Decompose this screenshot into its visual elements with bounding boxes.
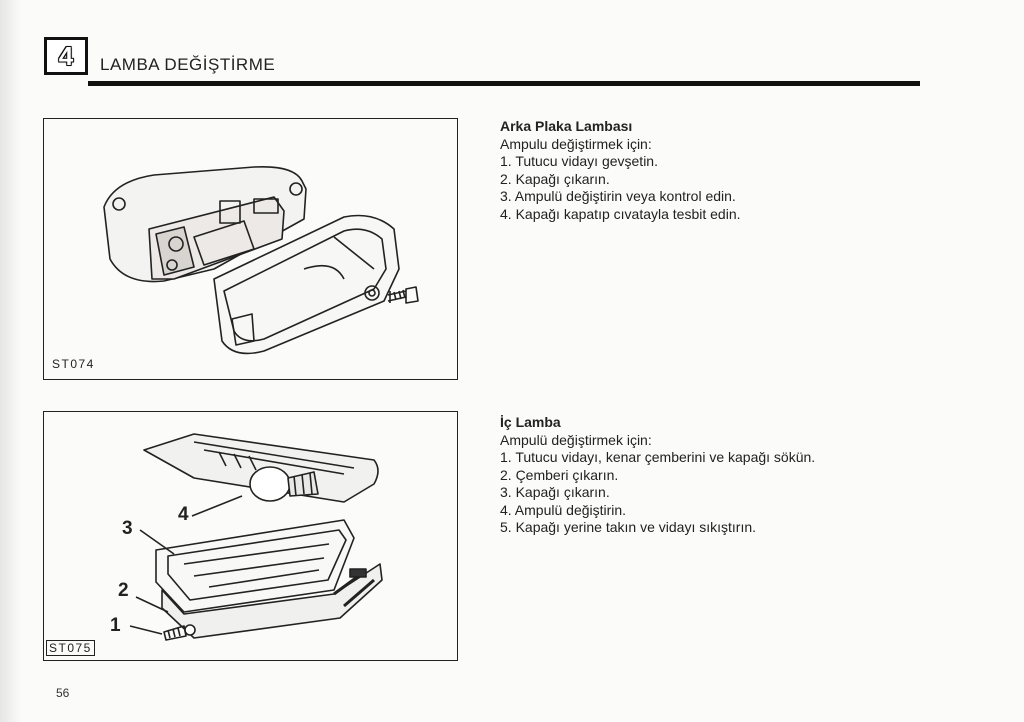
screw [163, 625, 187, 641]
callout-2: 2 [118, 580, 129, 601]
section-title: Arka Plaka Lambası [500, 118, 633, 134]
steps-list: 1. Tutucu vidayı, kenar çemberini ve kap… [500, 449, 815, 537]
chapter-number-box: 4 [44, 37, 88, 75]
step-item: 1. Tutucu vidayı, kenar çemberini ve kap… [500, 449, 816, 465]
section-title: İç Lamba [500, 414, 561, 430]
lamp-cover [213, 214, 400, 355]
section-intro: Ampulü değiştirmek için: [500, 431, 652, 448]
license-plate-lamp-illustration [103, 165, 419, 355]
step-item: 3. Ampulü değiştirin veya kontrol edin. [500, 188, 736, 204]
washer [364, 285, 380, 301]
interior-lamp-illustration [129, 433, 383, 641]
section-interior-lamp: İç Lamba Ampulü değiştirmek için: 1. Tut… [500, 414, 815, 537]
callout-4: 4 [178, 504, 189, 525]
lamp-frame [161, 563, 383, 639]
chapter-title: LAMBA DEĞİŞTİRME [100, 55, 276, 74]
section-intro: Ampulu değiştirmek için: [500, 135, 652, 152]
figure-label: ST075 [46, 640, 95, 656]
figure-interior-lamp: 4 3 2 1 ST075 [43, 411, 458, 661]
step-item: 5. Kapağı yerine takın ve vidayı sıkıştı… [500, 519, 757, 535]
callout-1: 1 [110, 615, 121, 636]
figure-license-plate-lamp: ST074 [43, 118, 458, 380]
step-item: 4. Kapağı kapatıp cıvatayla tesbit edin. [500, 205, 741, 222]
step-item: 1. Tutucu vidayı gevşetin. [500, 153, 658, 169]
lamp-lens [155, 519, 355, 613]
step-item: 4. Ampulü değiştirin. [500, 501, 627, 518]
step-item: 3. Kapağı çıkarın. [500, 484, 610, 500]
bulb [249, 466, 291, 502]
step-item: 2. Kapağı çıkarın. [500, 170, 610, 187]
chapter-number: 4 [58, 40, 74, 71]
screw [387, 286, 419, 304]
header-rule [88, 81, 920, 86]
section-license-plate-lamp: Arka Plaka Lambası Ampulu değiştirmek iç… [500, 118, 741, 223]
page-number: 56 [56, 686, 70, 700]
figure-label: ST074 [52, 357, 95, 371]
step-item: 2. Çemberi çıkarın. [500, 466, 619, 483]
steps-list: 1. Tutucu vidayı gevşetin. 2. Kapağı çık… [500, 153, 741, 223]
callout-3: 3 [122, 518, 133, 539]
page-gutter-shadow [0, 0, 22, 722]
